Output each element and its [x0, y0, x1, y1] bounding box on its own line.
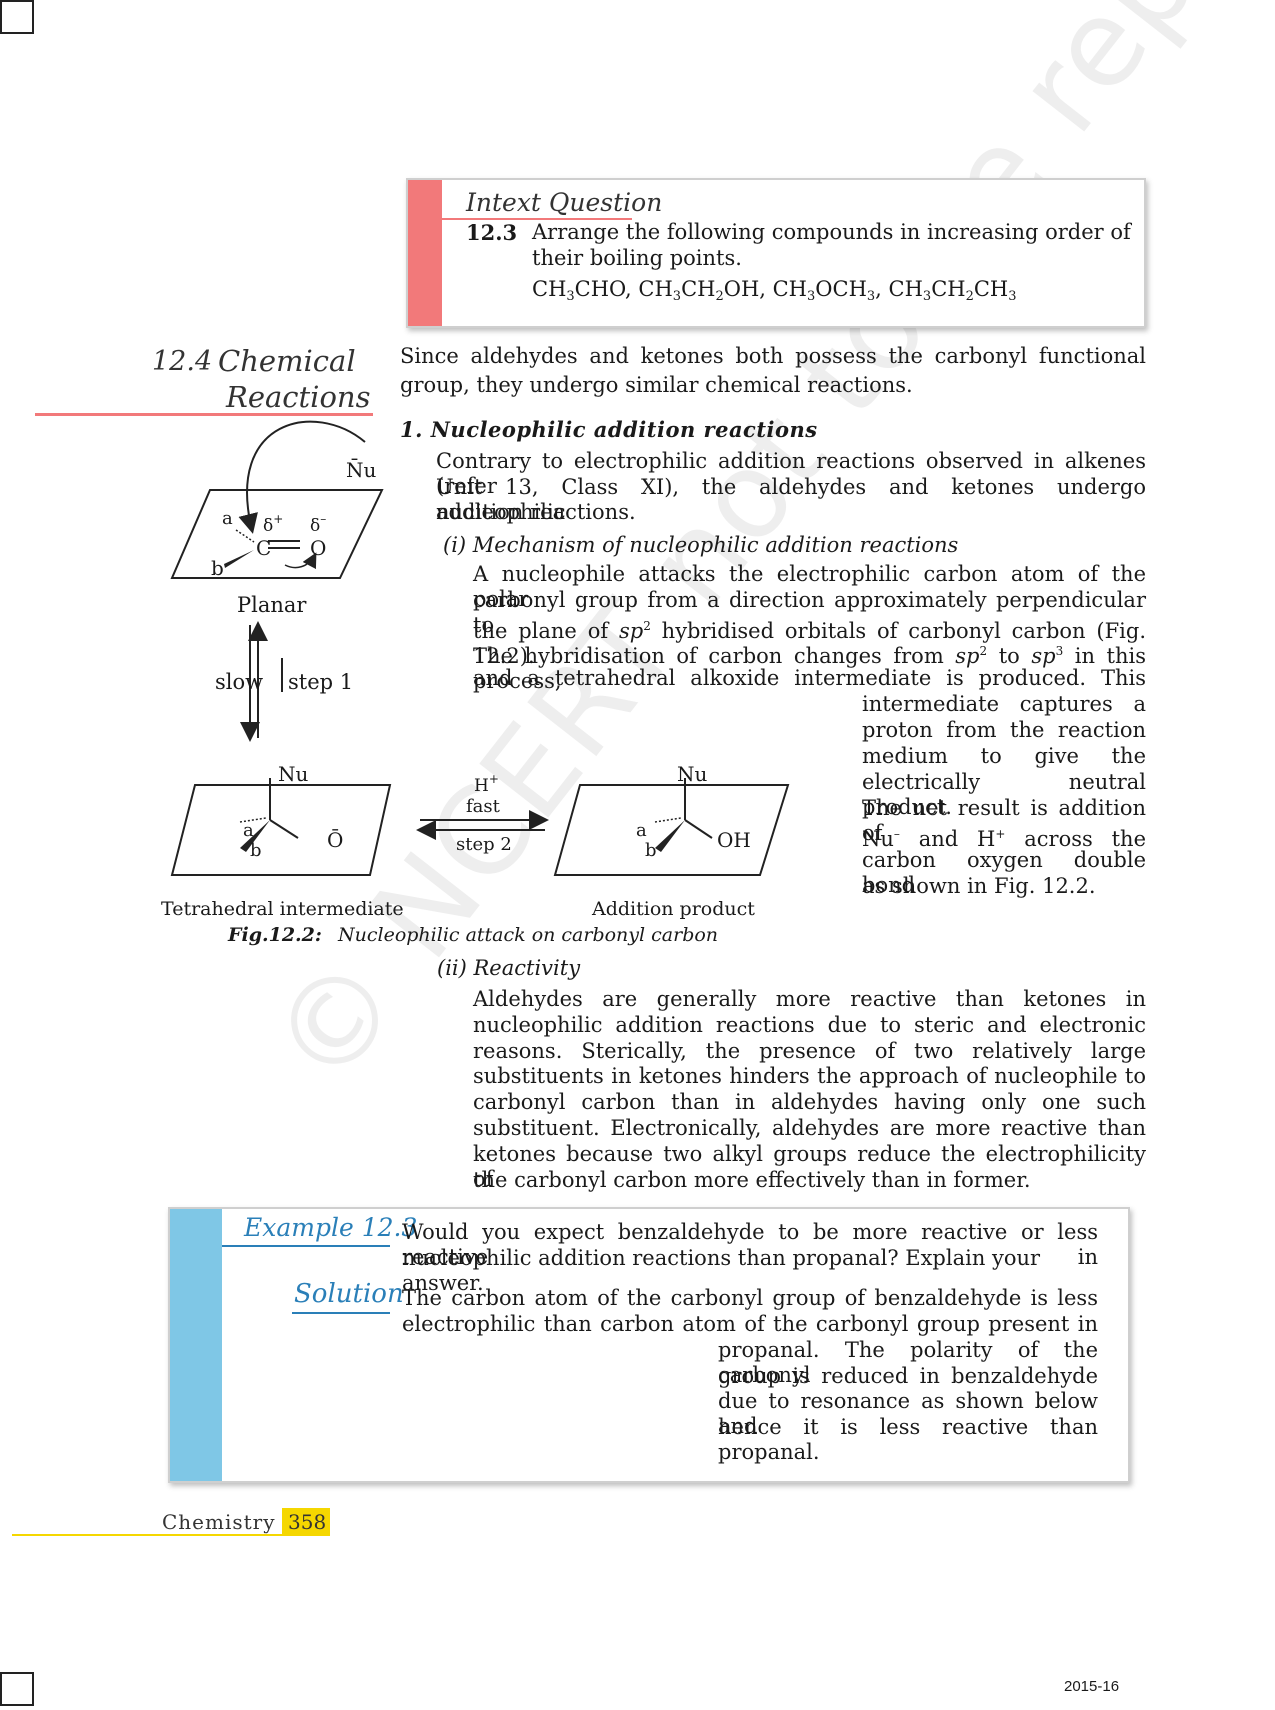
- edition-year: 2015-16: [1064, 1678, 1120, 1695]
- solution-line-6: hence it is less reactive than propanal.: [718, 1415, 1098, 1464]
- reactivity-line-7: ketones because two alkyl groups reduce …: [473, 1142, 1146, 1191]
- example-box: Example 12.3 Would you expect benzaldehy…: [168, 1207, 1130, 1483]
- b-label-product: b: [645, 840, 657, 861]
- intext-compounds: CH3CHO, CH3CH2OH, CH3OCH3, CH3CH2CH3: [532, 277, 1017, 304]
- nucleophilic-heading: 1. Nucleophilic addition reactions: [400, 417, 818, 442]
- a-label-top: a: [222, 508, 233, 529]
- section-title-line-1: Chemical: [218, 344, 356, 378]
- carbon-label: C: [256, 536, 272, 560]
- mechanism-line-5: and a tetrahedral alkoxide intermediate …: [473, 666, 1146, 690]
- nu-label-intermediate: Nu: [278, 762, 309, 786]
- a-label-intermediate: a: [243, 820, 254, 841]
- planar-label: Planar: [237, 593, 307, 617]
- page-number: 358: [288, 1510, 327, 1534]
- addition-product-label: Addition product: [592, 898, 755, 920]
- mechanism-side-line-5: The net result is addition of: [862, 796, 1146, 845]
- reactivity-line-2: nucleophilic addition reactions due to s…: [473, 1013, 1146, 1037]
- section-title-line-2: Reactions: [226, 380, 371, 414]
- reactivity-line-5: carbonyl carbon than in aldehydes having…: [473, 1090, 1146, 1114]
- oh-label: OH: [717, 828, 751, 852]
- footer-rule: [12, 1534, 330, 1536]
- b-label-top: b: [211, 556, 224, 580]
- solution-label: Solution: [294, 1279, 404, 1309]
- intext-heading-rule: [442, 218, 632, 220]
- crop-mark-bottom: [0, 1672, 34, 1706]
- intext-number: 12.3: [466, 220, 518, 245]
- tetrahedral-intermediate-label: Tetrahedral intermediate: [161, 898, 404, 920]
- mechanism-line-3: the plane of sp2 hybridised orbitals of …: [473, 619, 1146, 668]
- intext-question-box: Intext Question 12.3 Arrange the followi…: [406, 178, 1146, 328]
- mechanism-heading: (i) Mechanism of nucleophilic addition r…: [443, 533, 959, 557]
- mechanism-side-line-2: proton from the reaction: [862, 718, 1146, 742]
- example-strip: [170, 1209, 222, 1481]
- mechanism-side-line-6: Nu– and H+ across the: [862, 827, 1147, 851]
- mechanism-side-line-8: as shown in Fig. 12.2.: [862, 874, 1096, 898]
- page-number-highlight: [282, 1508, 330, 1534]
- solution-label-rule: [292, 1312, 390, 1314]
- intext-line-1: Arrange the following compounds in incre…: [532, 220, 1131, 244]
- example-label-rule: [222, 1245, 390, 1247]
- solution-line-5: due to resonance as shown below and: [718, 1389, 1098, 1438]
- slow-label: slow: [215, 670, 264, 694]
- example-question-line-1: Would you expect benzaldehyde to be more…: [402, 1220, 1098, 1269]
- mechanism-side-line-4: electrically neutral product.: [862, 770, 1146, 819]
- alkoxide-o-label: Ō: [327, 828, 344, 852]
- crop-mark-top: [0, 0, 34, 34]
- intext-line-2: their boiling points.: [532, 246, 742, 270]
- nucleophilic-line-3: addition reactions.: [436, 500, 636, 524]
- reactivity-line-6: substituent. Electronically, aldehydes a…: [473, 1116, 1146, 1140]
- reactivity-line-1: Aldehydes are generally more reactive th…: [473, 987, 1146, 1011]
- b-label-intermediate: b: [250, 840, 262, 861]
- reactivity-line-4: substituents in ketones hinders the appr…: [473, 1064, 1146, 1088]
- solution-line-1: The carbon atom of the carbonyl group of…: [402, 1286, 1098, 1310]
- mechanism-line-2: carbonyl group from a direction approxim…: [473, 588, 1146, 637]
- oxygen-label: O: [310, 536, 327, 560]
- intext-strip: [408, 180, 442, 326]
- solution-line-3: propanal. The polarity of the carbonyl: [718, 1338, 1098, 1387]
- reactivity-line-8: the carbonyl carbon more effectively tha…: [473, 1168, 1031, 1192]
- mechanism-side-line-3: medium to give the: [862, 744, 1146, 768]
- delta-plus-label: δ+: [263, 512, 284, 536]
- figure-caption-text: Nucleophilic attack on carbonyl carbon: [338, 924, 719, 946]
- intro-line-2: group, they undergo similar chemical rea…: [400, 373, 913, 397]
- section-rule: [35, 413, 373, 416]
- figure-caption-number: Fig.12.2:: [228, 924, 322, 946]
- mechanism-side-line-1: intermediate captures a: [862, 692, 1146, 716]
- h-plus-label: H+: [474, 772, 499, 796]
- solution-line-4: group is reduced in benzaldehyde: [718, 1364, 1098, 1388]
- delta-minus-label: δ–: [310, 512, 327, 536]
- mechanism-line-1: A nucleophile attacks the electrophilic …: [473, 562, 1146, 611]
- step-divider: [281, 658, 283, 692]
- intext-heading: Intext Question: [466, 188, 663, 217]
- mechanism-line-4: The hybridisation of carbon changes from…: [473, 644, 1146, 693]
- nucleophilic-line-2: Unit 13, Class XI), the aldehydes and ke…: [436, 475, 1146, 524]
- mechanism-side-line-7: carbon oxygen double bond: [862, 848, 1146, 897]
- solution-line-2: electrophilic than carbon atom of the ca…: [402, 1312, 1098, 1336]
- footer-subject: Chemistry: [162, 1510, 276, 1534]
- nucleophilic-line-1: Contrary to electrophilic addition react…: [436, 449, 1146, 498]
- a-label-product: a: [636, 820, 647, 841]
- nu-label-product: Nu: [677, 762, 708, 786]
- section-number: 12.4: [152, 346, 213, 377]
- example-label: Example 12.3: [244, 1213, 418, 1242]
- reactivity-heading: (ii) Reactivity: [437, 956, 581, 980]
- example-question-line-2: nucleophilic addition reactions than pro…: [402, 1246, 1041, 1295]
- step2-label: step 2: [456, 834, 512, 855]
- fast-label: fast: [466, 796, 500, 817]
- intro-line-1: Since aldehydes and ketones both possess…: [400, 344, 1146, 368]
- reactivity-line-3: reasons. Sterically, the presence of two…: [473, 1039, 1146, 1063]
- nucleophilic-attack-diagram: [170, 420, 790, 876]
- nu-label-top: N̄u: [346, 458, 377, 482]
- step1-label: step 1: [288, 670, 354, 694]
